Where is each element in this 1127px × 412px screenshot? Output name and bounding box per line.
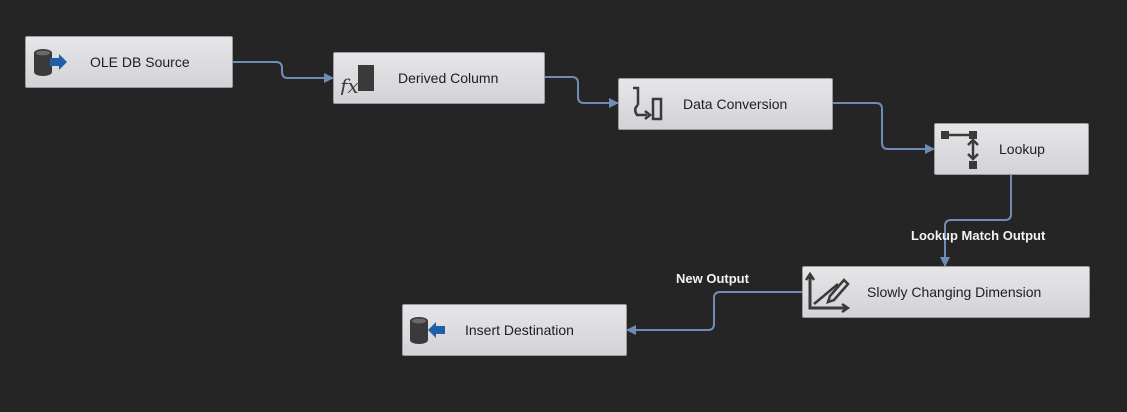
node-ole-db-source[interactable]: OLE DB Source [25,36,233,88]
node-lookup[interactable]: Lookup [934,123,1089,175]
node-label: Derived Column [398,70,499,86]
node-label: Slowly Changing Dimension [867,284,1042,300]
node-label: Data Conversion [683,96,788,112]
node-slowly-changing-dimension[interactable]: Slowly Changing Dimension [802,266,1090,318]
connector-source-to-derived[interactable] [233,61,334,83]
database-destination-icon [403,305,451,355]
lookup-icon [935,124,983,174]
connector-lookup-to-scd[interactable] [940,175,1012,267]
node-insert-destination[interactable]: Insert Destination [402,304,627,356]
data-conversion-icon [619,79,667,129]
fx-icon: fx [334,53,382,103]
node-data-conversion[interactable]: Data Conversion [618,78,833,130]
connector-derived-to-conversion[interactable] [545,76,619,108]
connector-conversion-to-lookup[interactable] [833,102,935,154]
database-source-icon [26,37,74,87]
path-label-lookup-match-output[interactable]: Lookup Match Output [911,228,1046,243]
node-label: OLE DB Source [90,54,190,70]
node-label: Lookup [999,141,1045,157]
node-label: Insert Destination [465,322,574,338]
scd-icon [803,267,851,317]
node-derived-column[interactable]: fx Derived Column [333,52,545,104]
connector-scd-to-destination[interactable] [626,291,802,335]
path-label-new-output[interactable]: New Output [676,271,749,286]
svg-text:fx: fx [338,74,359,95]
